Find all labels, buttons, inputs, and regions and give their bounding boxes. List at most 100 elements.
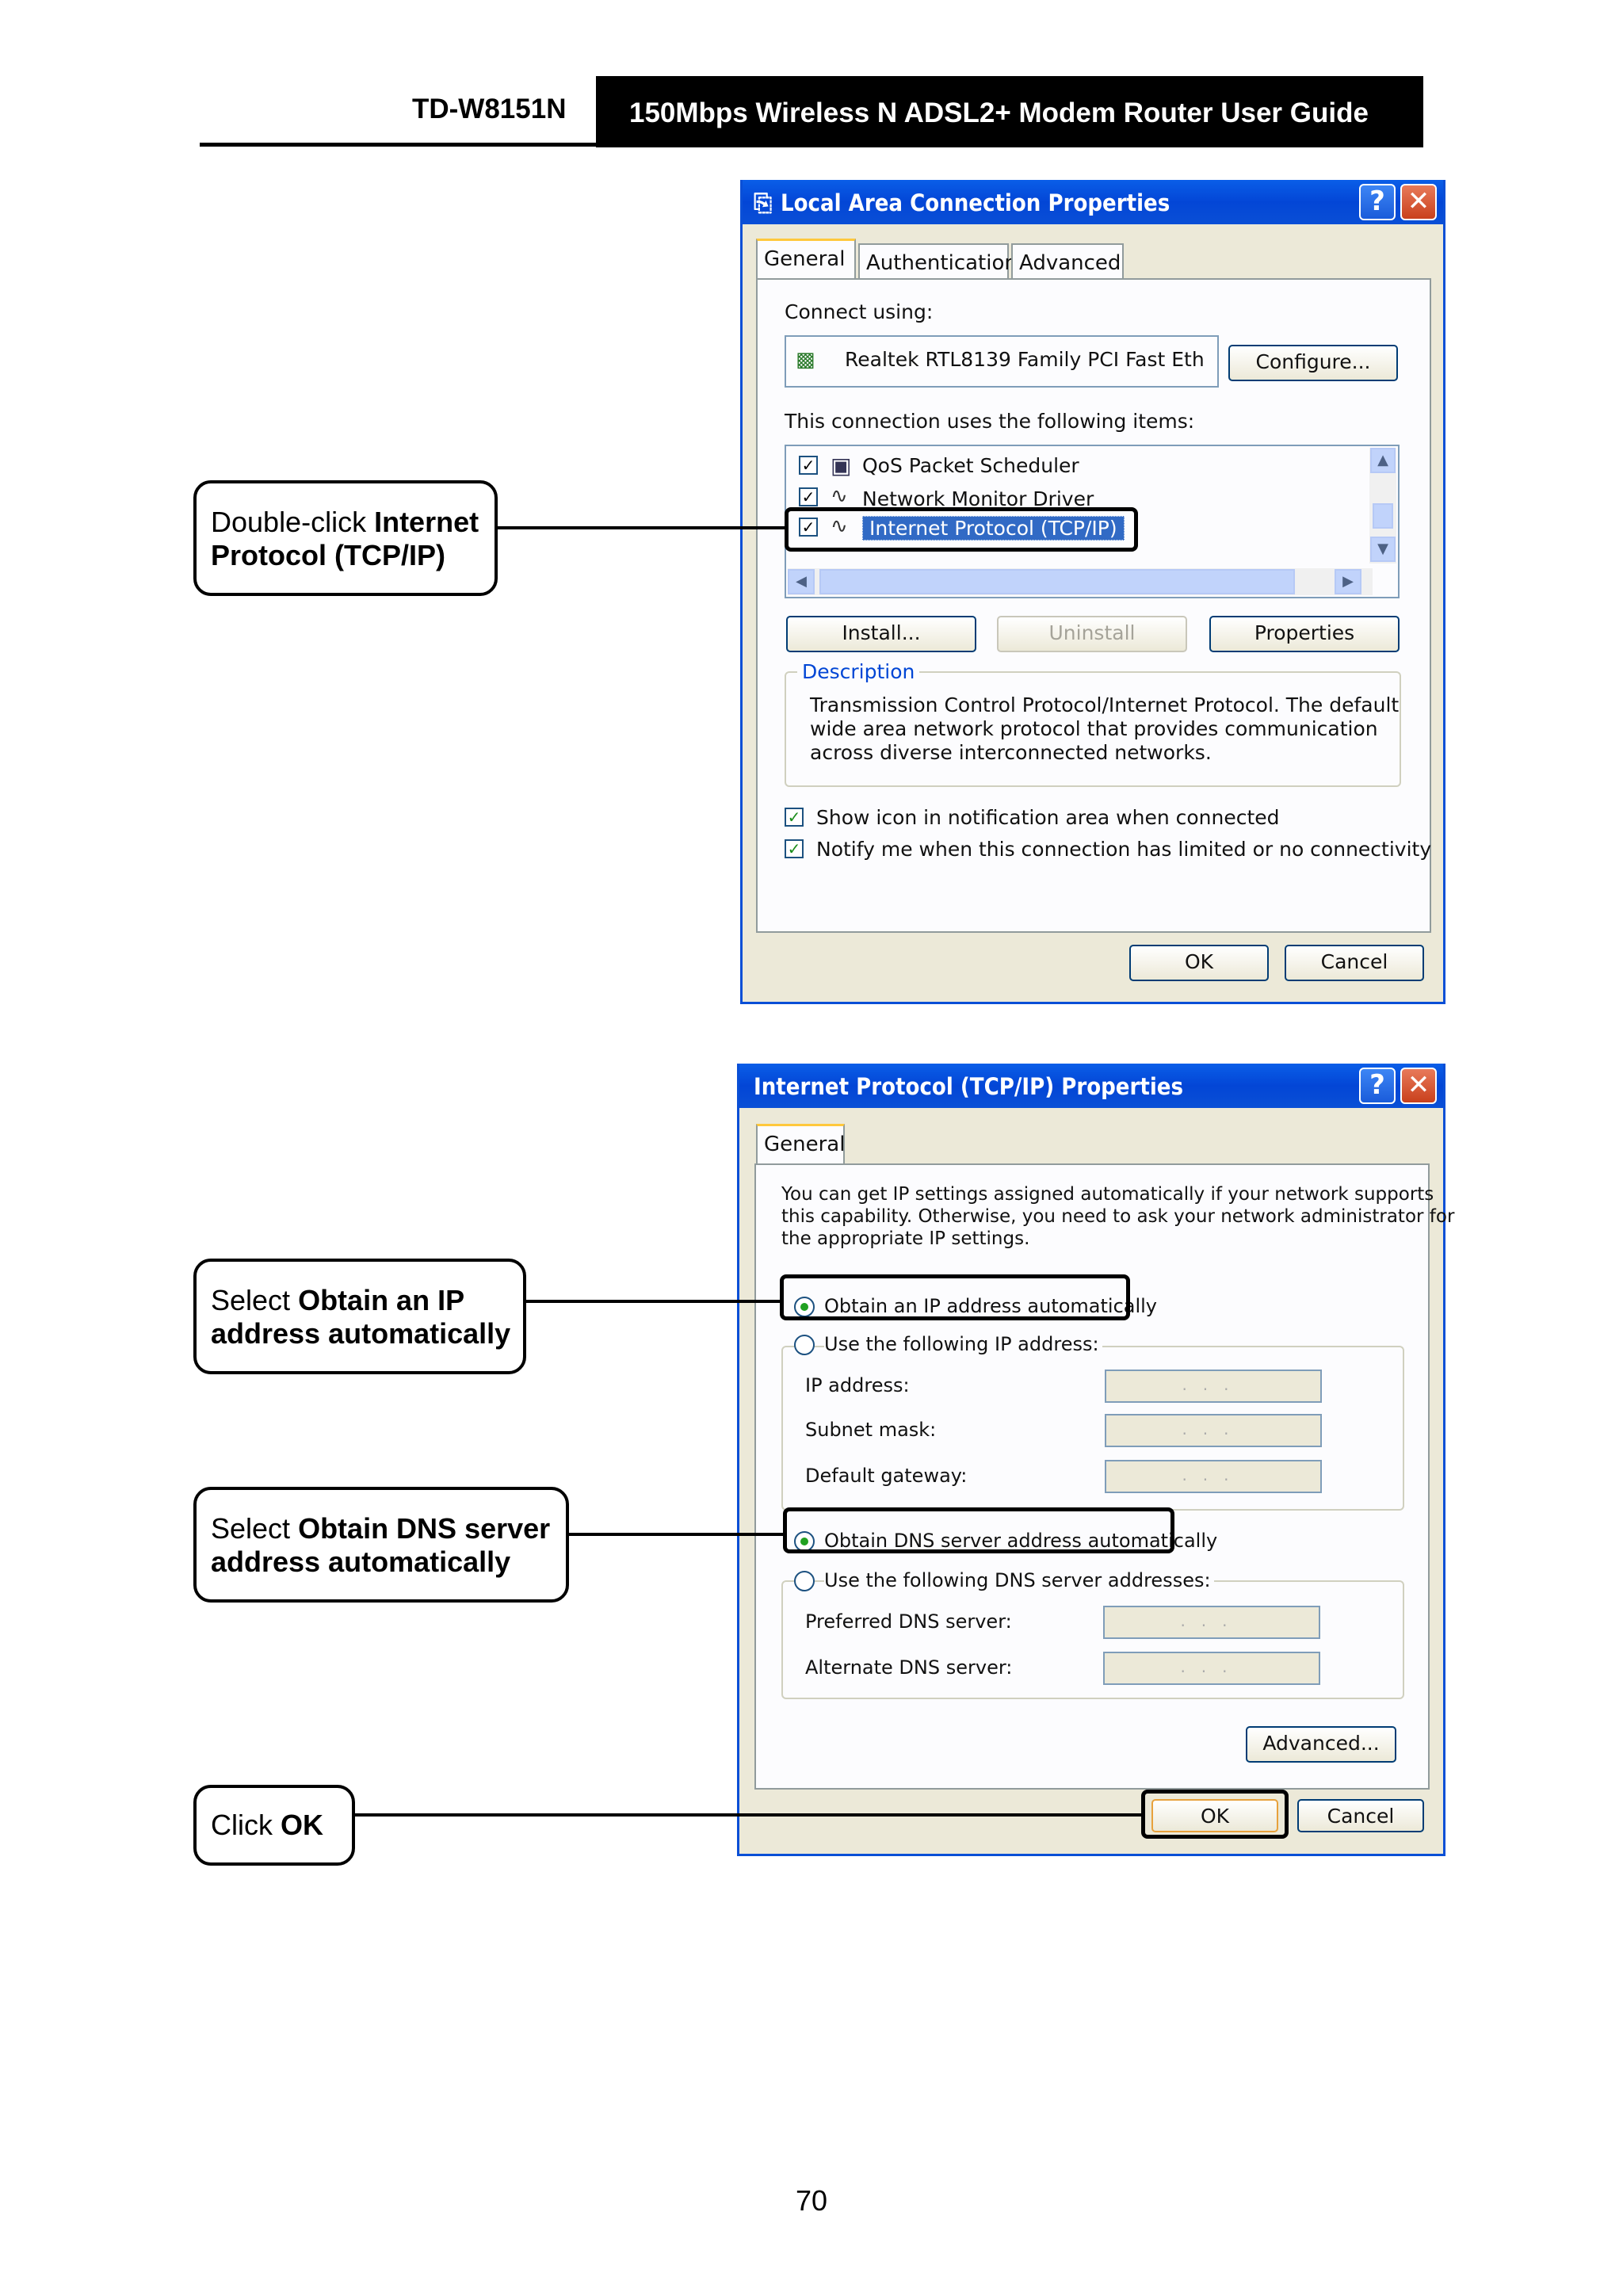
- item-label: Network Monitor Driver: [862, 487, 1094, 510]
- preferred-dns-label: Preferred DNS server:: [805, 1610, 1012, 1633]
- cancel-button[interactable]: Cancel: [1285, 945, 1424, 981]
- adapter-name: Realtek RTL8139 Family PCI Fast Eth: [845, 348, 1205, 371]
- callout-text: Double-click: [211, 506, 375, 538]
- window1-title: Local Area Connection Properties: [781, 189, 1170, 216]
- scroll-left-icon[interactable]: ◀: [788, 569, 815, 594]
- callout-bold: Protocol (TCP/IP): [211, 539, 445, 571]
- close-icon[interactable]: ✕: [1400, 184, 1437, 220]
- items-list: ✓ ▣ QoS Packet Scheduler ✓ ∿ Network Mon…: [785, 445, 1400, 598]
- page-number: 70: [795, 2184, 828, 2217]
- connector-line: [498, 526, 786, 529]
- header-model: TD-W8151N: [412, 94, 567, 124]
- intro-line-2: this capability. Otherwise, you need to …: [781, 1206, 1455, 1227]
- callout-bold: OK: [281, 1809, 323, 1841]
- tab-general[interactable]: General: [756, 1124, 845, 1165]
- header-rule: [200, 143, 1423, 147]
- intro-line-1: You can get IP settings assigned automat…: [781, 1184, 1434, 1205]
- description-label: Description: [797, 660, 920, 683]
- notify-label: Notify me when this connection has limit…: [816, 838, 1432, 861]
- show-icon-label: Show icon in notification area when conn…: [816, 806, 1280, 829]
- use-dns-radio[interactable]: [794, 1571, 815, 1591]
- cancel-button[interactable]: Cancel: [1297, 1799, 1424, 1832]
- tab-authentication[interactable]: Authentication: [858, 243, 1018, 280]
- configure-button[interactable]: Configure...: [1228, 345, 1398, 381]
- install-button[interactable]: Install...: [786, 616, 976, 652]
- notify-checkbox[interactable]: ✓: [785, 839, 804, 858]
- items-label: This connection uses the following items…: [785, 410, 1195, 433]
- scroll-h-thumb[interactable]: [819, 569, 1295, 594]
- window2-panel: You can get IP settings assigned automat…: [754, 1163, 1454, 1790]
- ok-highlight-box: [1141, 1790, 1289, 1839]
- list-item[interactable]: ✓ ∿ Network Monitor Driver: [786, 483, 1357, 513]
- ok-button[interactable]: OK: [1151, 1799, 1278, 1832]
- tab-advanced[interactable]: Advanced: [1011, 243, 1124, 280]
- item-checkbox[interactable]: ✓: [799, 487, 818, 506]
- preferred-dns-field[interactable]: ...: [1103, 1606, 1320, 1639]
- properties-button[interactable]: Properties: [1209, 616, 1400, 652]
- adapter-box: ▩ Realtek RTL8139 Family PCI Fast Eth: [785, 335, 1219, 388]
- callout-bold: Obtain DNS server: [298, 1512, 551, 1545]
- local-area-connection-window: ⎘ Local Area Connection Properties ? ✕ Ge…: [740, 180, 1445, 1004]
- tcpip-properties-window: Internet Protocol (TCP/IP) Properties ? …: [737, 1064, 1454, 1856]
- protocol-icon: ∿: [831, 514, 848, 538]
- list-item[interactable]: ✓ ▣ QoS Packet Scheduler: [786, 451, 1357, 481]
- ip-address-label: IP address:: [805, 1374, 910, 1396]
- gateway-field[interactable]: ...: [1105, 1460, 1322, 1493]
- item-label: Internet Protocol (TCP/IP): [862, 516, 1125, 541]
- horizontal-scrollbar[interactable]: ◀ ▶: [788, 568, 1373, 595]
- callout-text: Click: [211, 1809, 281, 1841]
- alternate-dns-label: Alternate DNS server:: [805, 1656, 1013, 1679]
- window2-title: Internet Protocol (TCP/IP) Properties: [754, 1073, 1184, 1100]
- network-icon: ⎘: [754, 189, 773, 216]
- callout-bold: address automatically: [211, 1545, 511, 1578]
- callout-click-ok: Click OK: [193, 1785, 355, 1866]
- subnet-field[interactable]: ...: [1105, 1414, 1322, 1447]
- list-item-selected[interactable]: ✓ ∿ Internet Protocol (TCP/IP): [786, 513, 1357, 544]
- callout-bold: Obtain an IP: [298, 1284, 465, 1316]
- gateway-label: Default gateway:: [805, 1465, 968, 1487]
- use-ip-label: Use the following IP address:: [824, 1333, 1102, 1355]
- window2-titlebar[interactable]: Internet Protocol (TCP/IP) Properties: [739, 1064, 1443, 1108]
- uninstall-button[interactable]: Uninstall: [997, 616, 1187, 652]
- callout-bold: Internet: [374, 506, 479, 538]
- callout-text: Select: [211, 1512, 299, 1545]
- obtain-ip-radio[interactable]: [794, 1297, 815, 1317]
- use-ip-radio[interactable]: [794, 1335, 815, 1355]
- intro-line-3: the appropriate IP settings.: [781, 1228, 1030, 1249]
- help-icon[interactable]: ?: [1359, 1068, 1396, 1104]
- scroll-right-icon[interactable]: ▶: [1335, 569, 1361, 594]
- advanced-button[interactable]: Advanced...: [1246, 1726, 1396, 1763]
- callout-bold: address automatically: [211, 1317, 511, 1350]
- subnet-label: Subnet mask:: [805, 1419, 937, 1441]
- scheduler-icon: ▣: [831, 453, 852, 479]
- item-label: QoS Packet Scheduler: [862, 454, 1079, 477]
- tcpip-highlight-box: [785, 507, 1138, 552]
- connector-line: [569, 1533, 785, 1536]
- scroll-down-icon[interactable]: ▼: [1370, 537, 1396, 562]
- obtain-dns-label: Obtain DNS server address automatically: [824, 1530, 1218, 1552]
- show-icon-checkbox[interactable]: ✓: [785, 808, 804, 827]
- window1-titlebar[interactable]: ⎘ Local Area Connection Properties: [743, 180, 1443, 224]
- help-icon[interactable]: ?: [1359, 184, 1396, 220]
- scroll-up-icon[interactable]: ▲: [1370, 448, 1396, 473]
- connect-using-label: Connect using:: [785, 300, 934, 323]
- connector-line: [526, 1300, 781, 1303]
- description-line-2: wide area network protocol that provides…: [810, 717, 1378, 740]
- obtain-dns-highlight-box: [783, 1507, 1174, 1553]
- tab-general[interactable]: General: [756, 239, 856, 280]
- protocol-icon: ∿: [831, 484, 848, 508]
- ok-button[interactable]: OK: [1129, 945, 1269, 981]
- vertical-scrollbar[interactable]: ▲ ▼: [1369, 448, 1396, 563]
- ip-address-field[interactable]: ...: [1105, 1370, 1322, 1403]
- window1-panel: Connect using: ▩ Realtek RTL8139 Family …: [756, 278, 1431, 933]
- item-checkbox[interactable]: ✓: [799, 518, 818, 537]
- scroll-thumb[interactable]: [1373, 503, 1393, 529]
- connector-line: [355, 1813, 1143, 1817]
- description-line-3: across diverse interconnected networks.: [810, 741, 1212, 764]
- alternate-dns-field[interactable]: ...: [1103, 1652, 1320, 1685]
- close-icon[interactable]: ✕: [1400, 1068, 1437, 1104]
- item-checkbox[interactable]: ✓: [799, 456, 818, 475]
